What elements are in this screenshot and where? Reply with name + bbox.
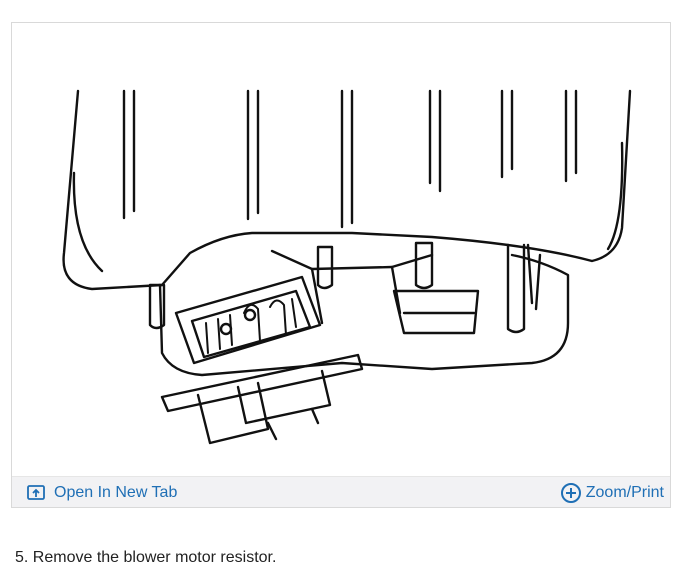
figure-card: Open In New Tab Zoom/Print bbox=[11, 22, 671, 508]
zoom-print-button[interactable]: Zoom/Print bbox=[560, 481, 664, 505]
housing-outline bbox=[62, 89, 632, 291]
housing-ribs bbox=[122, 89, 578, 229]
mounting-posts bbox=[148, 241, 542, 334]
resistor-board bbox=[174, 275, 322, 365]
open-new-tab-icon bbox=[26, 484, 46, 502]
zoom-print-label: Zoom/Print bbox=[585, 484, 664, 501]
connector bbox=[160, 353, 364, 445]
figure-toolbar: Open In New Tab Zoom/Print bbox=[12, 476, 670, 507]
blower-motor-resistor-diagram bbox=[12, 23, 670, 476]
plus-circle-icon bbox=[560, 482, 582, 504]
open-in-new-tab-button[interactable]: Open In New Tab bbox=[26, 481, 177, 505]
open-in-new-tab-label: Open In New Tab bbox=[54, 484, 178, 501]
instruction-step: 5. Remove the blower motor resistor. bbox=[15, 549, 277, 566]
base-plate bbox=[158, 253, 570, 377]
